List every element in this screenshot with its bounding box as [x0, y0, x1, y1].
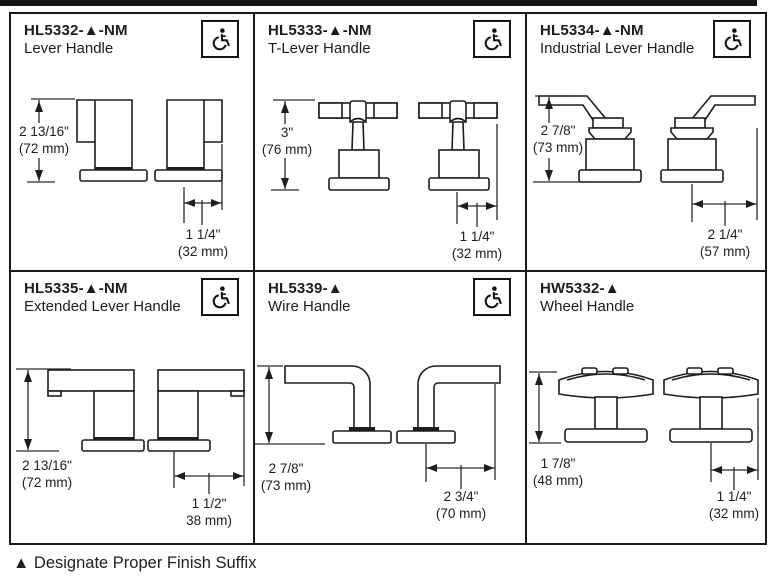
wheelchair-accessible-icon	[201, 20, 239, 58]
t-lever-handle-drawing: 3"(76 mm) 1 1/4"(32 mm)	[255, 74, 525, 270]
cell-lever-handle: HL5332-▲-NM Lever Handle	[11, 14, 255, 272]
height-dimension-label: 3"(76 mm)	[261, 125, 313, 157]
width-dimension-label: 1 1/4"(32 mm)	[708, 489, 760, 521]
width-dimension-label: 1 1/4"(32 mm)	[451, 229, 503, 261]
height-dimension-label: 2 13/16"(72 mm)	[18, 124, 70, 156]
cell-industrial-lever-handle: HL5334-▲-NM Industrial Lever Handle	[527, 14, 765, 272]
part-number: HL5339-▲	[268, 280, 343, 297]
height-dimension-label: 2 7/8"(73 mm)	[260, 461, 312, 493]
part-name: T-Lever Handle	[268, 40, 371, 57]
width-dimension-label: 1 1/4"(32 mm)	[177, 227, 229, 259]
wheel-handle-drawing: 1 7/8"(48 mm) 1 1/4"(32 mm)	[527, 330, 765, 543]
cell-header: HL5335-▲-NM Extended Lever Handle	[11, 272, 253, 315]
cell-header: HL5339-▲ Wire Handle	[255, 272, 525, 315]
cell-wheel-handle: HW5332-▲ Wheel Handle	[527, 272, 765, 543]
cell-header: HL5334-▲-NM Industrial Lever Handle	[527, 14, 765, 57]
wheelchair-accessible-icon	[713, 20, 751, 58]
part-name: Extended Lever Handle	[24, 298, 181, 315]
cell-wire-handle: HL5339-▲ Wire Handle	[255, 272, 527, 543]
part-number: HL5335-▲-NM	[24, 280, 128, 297]
cell-header: HL5333-▲-NM T-Lever Handle	[255, 14, 525, 57]
part-number: HL5332-▲-NM	[24, 22, 128, 39]
cell-header: HL5332-▲-NM Lever Handle	[11, 14, 253, 57]
cell-header: HW5332-▲ Wheel Handle	[527, 272, 765, 315]
finish-suffix-note: ▲ Designate Proper Finish Suffix	[13, 554, 257, 572]
wheelchair-accessible-icon	[201, 278, 239, 316]
part-name: Lever Handle	[24, 40, 114, 57]
height-dimension-label: 1 7/8"(48 mm)	[532, 456, 584, 488]
height-dimension-label: 2 7/8"(73 mm)	[532, 123, 584, 155]
part-number: HL5333-▲-NM	[268, 22, 372, 39]
wheelchair-accessible-icon	[473, 20, 511, 58]
height-dimension-label: 2 13/16"(72 mm)	[21, 458, 73, 490]
width-dimension-label: 2 3/4"(70 mm)	[435, 489, 487, 521]
part-name: Wheel Handle	[540, 298, 635, 315]
handle-options-table: HL5332-▲-NM Lever Handle	[9, 12, 767, 545]
wheelchair-accessible-icon	[473, 278, 511, 316]
industrial-lever-handle-drawing: 2 7/8"(73 mm) 2 1/4"(57 mm)	[527, 74, 765, 270]
part-name: Industrial Lever Handle	[540, 40, 695, 57]
cell-extended-lever-handle: HL5335-▲-NM Extended Lever Handle	[11, 272, 255, 543]
top-rule	[0, 0, 757, 6]
part-number: HL5334-▲-NM	[540, 22, 644, 39]
wire-handle-drawing: 2 7/8"(73 mm) 2 3/4"(70 mm)	[255, 330, 525, 543]
width-dimension-label: 1 1/2"38 mm)	[186, 496, 232, 528]
width-dimension-label: 2 1/4"(57 mm)	[699, 227, 751, 259]
extended-lever-handle-drawing: 2 13/16"(72 mm) 1 1/2"38 mm)	[11, 330, 253, 543]
cell-t-lever-handle: HL5333-▲-NM T-Lever Handle	[255, 14, 527, 272]
lever-handle-drawing: 2 13/16"(72 mm) 1 1/4"(32 mm)	[11, 74, 253, 270]
part-number: HW5332-▲	[540, 280, 620, 297]
part-name: Wire Handle	[268, 298, 351, 315]
